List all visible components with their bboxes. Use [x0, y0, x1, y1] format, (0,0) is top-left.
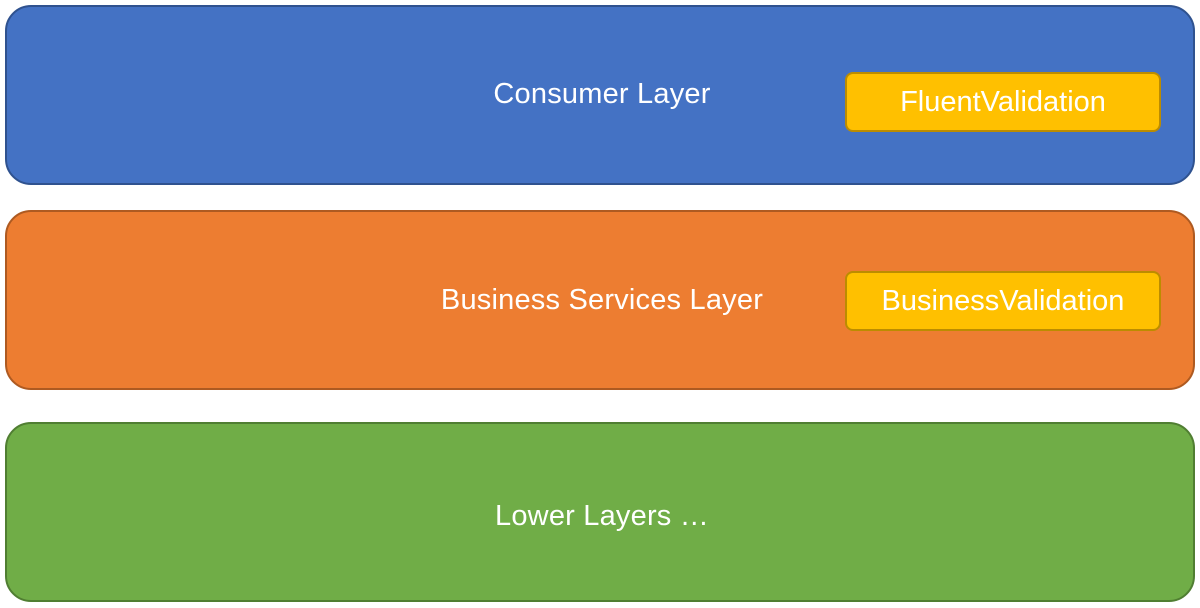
business-services-layer-label: Business Services Layer	[440, 283, 764, 316]
consumer-layer-box: Consumer Layer FluentValidation	[5, 5, 1195, 185]
consumer-layer-label: Consumer Layer	[493, 77, 711, 110]
business-services-layer-box: Business Services Layer BusinessValidati…	[5, 210, 1195, 390]
lower-layers-label: Lower Layers …	[495, 499, 709, 532]
lower-layers-box: Lower Layers …	[5, 422, 1195, 602]
business-validation-box: BusinessValidation	[845, 271, 1161, 331]
fluent-validation-box: FluentValidation	[845, 72, 1161, 132]
